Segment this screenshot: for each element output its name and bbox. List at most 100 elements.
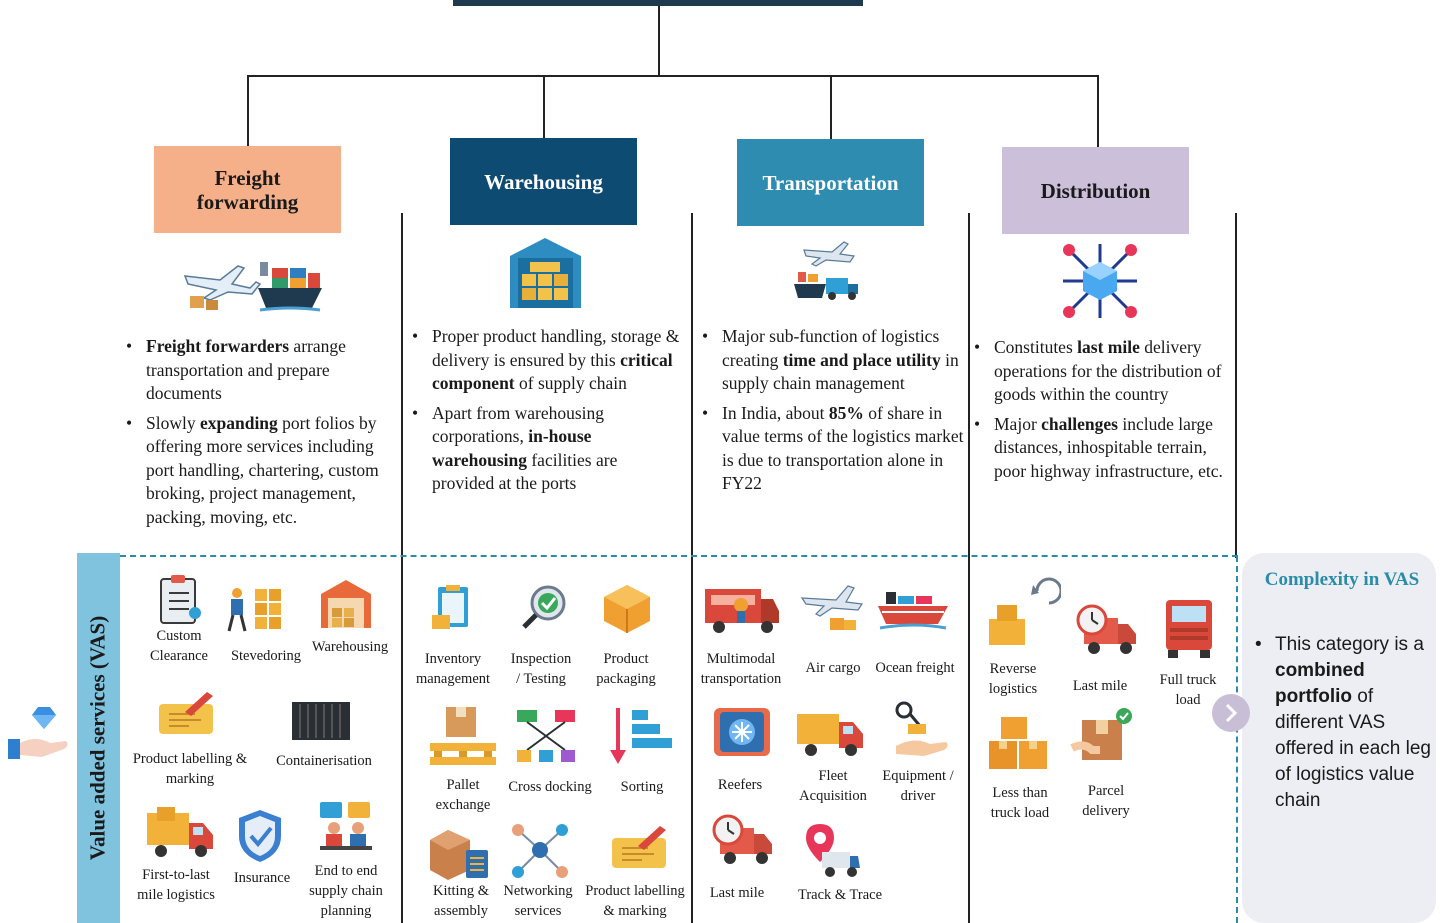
stevedore-worker-icon — [227, 588, 281, 632]
vas-label: Ocean freight — [875, 660, 955, 676]
warehouse-icon — [321, 580, 371, 628]
vas-title: Value added services (VAS) — [85, 615, 110, 861]
bullet-item: Apart from warehousing corporations, in-… — [412, 402, 680, 496]
team-planning-icon — [320, 802, 372, 850]
vas-label: Track & Trace — [797, 887, 883, 903]
header-warehousing: Warehousing — [450, 138, 637, 225]
vas-label: Warehousing — [311, 639, 389, 655]
bullet-item: Freight forwarders arrange transportatio… — [126, 335, 388, 406]
vas-label: Containerisation — [276, 753, 372, 769]
vas-label: Reefers — [717, 777, 763, 793]
air-cargo-icon — [800, 585, 864, 630]
vas-label: Air cargo — [805, 660, 861, 676]
package-box-icon — [604, 585, 650, 633]
vas-dashed-line — [120, 555, 1238, 557]
tree-branch — [247, 75, 1098, 77]
parcel-check-icon — [1070, 708, 1132, 760]
vas-label: Cross docking — [508, 779, 592, 795]
bullets-warehousing: Proper product handling, storage & deliv… — [412, 325, 680, 502]
bullet-item: Major challenges include large distances… — [974, 413, 1238, 484]
header-distribution: Distribution — [1002, 147, 1189, 234]
vas-label: Insurance — [233, 870, 291, 886]
network-people-icon — [512, 824, 568, 878]
plane-ship-truck-icon — [794, 241, 858, 300]
shield-check-icon — [239, 810, 281, 862]
chevron-right-icon — [1225, 703, 1238, 723]
cross-dock-icon — [517, 710, 575, 762]
bullet-item: Major sub-function of logistics creating… — [702, 325, 966, 396]
vas-label: Last mile — [709, 885, 765, 901]
ocean-ship-icon — [878, 592, 948, 630]
header-transportation: Transportation — [737, 139, 924, 226]
vas-label: Stevedoring — [230, 648, 302, 664]
distribution-network-icon — [1063, 244, 1137, 318]
full-truck-front-icon — [1166, 600, 1212, 658]
hand-diamond-icon — [8, 707, 68, 759]
key-hand-icon — [895, 701, 948, 756]
shipping-container-icon — [292, 702, 350, 740]
vas-label: Equipment /driver — [882, 768, 954, 804]
vas-label: Sorting — [620, 779, 664, 795]
inspection-magnifier-icon — [522, 585, 566, 629]
vas-label: Product labelling& marking — [585, 883, 685, 919]
column-divider — [691, 213, 693, 923]
label-tag-icon — [159, 692, 213, 734]
tree-trunk — [658, 6, 660, 76]
boxes-stack-icon — [989, 717, 1047, 769]
warehouse-building-icon — [510, 238, 581, 308]
vas-side-bar — [77, 553, 120, 923]
track-trace-icon — [806, 824, 860, 877]
vas-dashed-right — [1236, 556, 1238, 923]
tree-drop-4 — [1097, 75, 1099, 147]
tree-drop-3 — [830, 75, 832, 139]
fleet-truck-icon — [797, 714, 863, 756]
vas-label: Kitting &assembly — [433, 883, 489, 919]
reefer-container-icon — [714, 708, 770, 756]
tree-drop-2 — [543, 75, 545, 138]
multimodal-truck-icon — [705, 589, 779, 633]
bullet-item: In India, about 85% of share in value te… — [702, 402, 966, 496]
clipboard-checklist-icon — [160, 575, 201, 624]
top-header-bar — [453, 0, 863, 6]
reverse-logistics-icon — [989, 577, 1061, 645]
sorting-icon — [610, 708, 672, 764]
bullets-distribution: Constitutes last mile delivery operation… — [974, 336, 1238, 489]
vas-label: Inspection/ Testing — [510, 651, 572, 687]
bullet-item: Proper product handling, storage & deliv… — [412, 325, 680, 396]
column-divider — [968, 213, 970, 923]
last-mile-truck-icon — [712, 814, 772, 864]
column-divider — [401, 213, 403, 923]
kitting-box-icon — [430, 830, 488, 880]
complexity-title: Complexity in VAS — [1264, 569, 1420, 590]
complexity-arrow-button[interactable] — [1212, 694, 1250, 732]
complexity-text: This category is a combined portfolio of… — [1255, 632, 1431, 820]
vas-label: Product labelling &marking — [132, 751, 248, 787]
last-mile-truck-icon — [1076, 604, 1136, 654]
vas-label: Last mile — [1072, 678, 1128, 694]
inventory-clipboard-icon — [432, 585, 468, 629]
tree-drop-1 — [247, 75, 249, 146]
bullets-freight: Freight forwarders arrange transportatio… — [126, 335, 388, 535]
bullets-transportation: Major sub-function of logistics creating… — [702, 325, 966, 502]
airplane-ship-icon — [183, 262, 322, 312]
bullet-item: This category is a combined portfolio of… — [1255, 632, 1431, 814]
bullet-item: Constitutes last mile delivery operation… — [974, 336, 1238, 407]
delivery-truck-icon — [147, 807, 213, 857]
pallet-icon — [430, 707, 496, 765]
bullet-item: Slowly expanding port folios by offering… — [126, 412, 388, 530]
label-tag-icon — [612, 826, 666, 868]
